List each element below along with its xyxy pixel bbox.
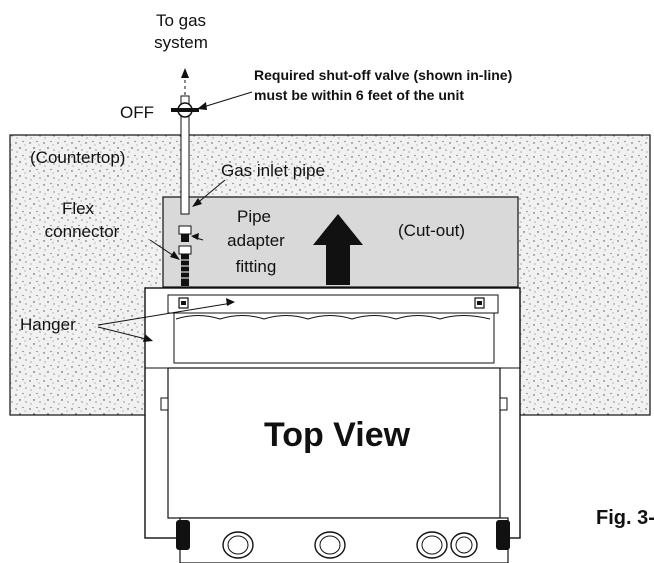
burner-knob-icon	[416, 531, 448, 559]
label-hanger: Hanger	[20, 315, 76, 334]
label-to-gas: To gas	[156, 11, 206, 30]
valve-leader	[199, 91, 253, 109]
hanger-right-icon	[474, 297, 485, 309]
hanger-left-icon	[178, 297, 189, 309]
label-off: OFF	[120, 103, 154, 122]
label-pipe: Pipe	[237, 207, 271, 226]
label-system: system	[154, 33, 208, 52]
hanger-leader-1-arrowhead	[226, 298, 235, 306]
valve-note-line2: must be within 6 feet of the unit	[254, 87, 464, 103]
pipe-adapter-fitting-icon	[178, 225, 192, 242]
valve-leader-arrowhead	[197, 102, 207, 110]
gas-supply-arrowhead	[181, 68, 189, 78]
label-flex: Flex	[62, 199, 95, 218]
burner-knob-icon	[450, 532, 478, 558]
label-cutout: (Cut-out)	[398, 221, 465, 240]
flex-connector-icon	[178, 245, 192, 286]
hanger-leader-2	[97, 326, 151, 341]
hanger-leader-1	[97, 302, 233, 326]
gas-inlet-leader-arrowhead	[192, 198, 202, 207]
up-arrow-icon	[313, 214, 363, 285]
burner-knob-icon	[222, 531, 254, 559]
hanger-leader-2-arrowhead	[143, 334, 153, 342]
gas-inlet-pipe	[180, 95, 190, 215]
label-gas-inlet-pipe: Gas inlet pipe	[221, 161, 325, 180]
label-connector: connector	[45, 222, 120, 241]
label-top-view: Top View	[264, 416, 411, 454]
figure-caption: Fig. 3-3	[596, 507, 654, 529]
valve-handle-icon	[171, 102, 199, 118]
gas-inlet-leader	[194, 179, 226, 206]
valve-note-line1: Required shut-off valve (shown in-line)	[254, 67, 512, 83]
label-adapter: adapter	[227, 231, 285, 250]
label-countertop: (Countertop)	[30, 148, 125, 167]
label-fitting: fitting	[236, 257, 277, 276]
flex-leader-arrowhead	[170, 251, 180, 260]
adapter-leader-arrowhead	[191, 233, 199, 240]
burner-knob-icon	[314, 531, 346, 559]
